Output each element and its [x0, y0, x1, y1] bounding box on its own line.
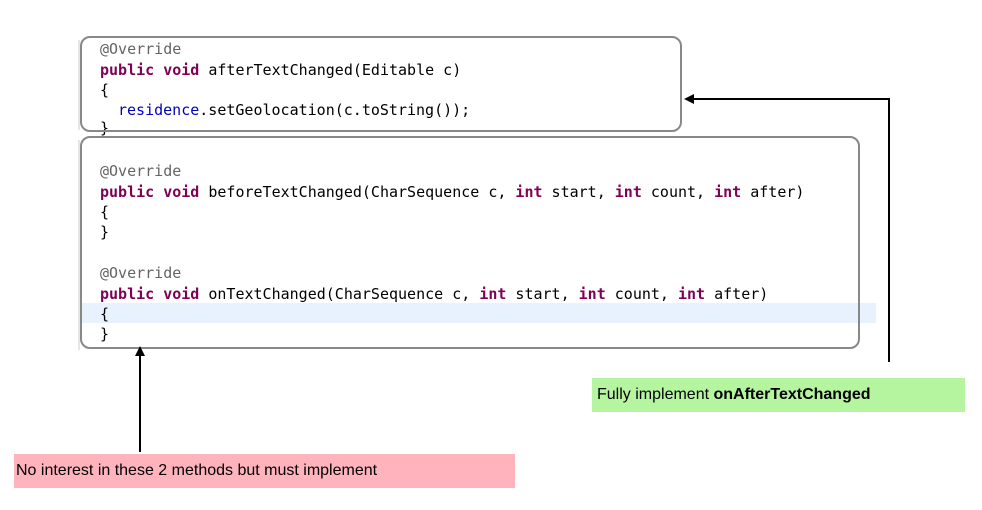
code-line: @Override — [100, 161, 181, 181]
code-line: @Override — [100, 263, 181, 283]
method-signature: start, — [542, 183, 615, 201]
keyword: int — [678, 285, 706, 303]
method-signature: afterTextChanged(Editable c) — [208, 61, 462, 79]
close-brace: } — [100, 325, 110, 343]
implement-callout-method: onAfterTextChanged — [713, 386, 871, 403]
annotation: @Override — [100, 264, 182, 282]
code-line: { — [100, 304, 109, 324]
annotation: @Override — [100, 40, 182, 58]
keyword: public — [100, 61, 155, 79]
unused-methods-box — [80, 136, 860, 349]
keyword: int — [614, 183, 642, 201]
statement: .setGeolocation(c.toString()); — [199, 101, 471, 119]
current-line-highlight — [82, 303, 876, 323]
arrow-to-after-text-changed — [684, 94, 890, 362]
keyword: public — [100, 183, 155, 201]
code-line: } — [100, 222, 109, 242]
code-line: public void afterTextChanged(Editable c) — [100, 60, 461, 80]
open-brace: { — [100, 81, 110, 99]
implement-callout: Fully implement onAfterTextChanged — [592, 378, 965, 412]
keyword: void — [163, 285, 200, 303]
code-line: public void onTextChanged(CharSequence c… — [100, 284, 768, 304]
keyword: int — [515, 183, 543, 201]
method-signature: onTextChanged(CharSequence c, — [208, 285, 480, 303]
method-signature: after) — [705, 285, 769, 303]
open-brace: { — [100, 305, 110, 323]
after-text-changed-box — [80, 36, 682, 132]
code-line: { — [100, 80, 109, 100]
method-signature: start, — [506, 285, 579, 303]
code-line: } — [100, 324, 109, 344]
code-line: residence.setGeolocation(c.toString()); — [118, 100, 470, 120]
keyword: void — [163, 61, 200, 79]
field: residence — [118, 101, 200, 119]
no-interest-callout-text: No interest in these 2 methods but must … — [16, 462, 378, 479]
code-editor: @Override public void afterTextChanged(E… — [78, 39, 876, 350]
code-line: public void beforeTextChanged(CharSequen… — [100, 182, 804, 202]
editor-gutter — [78, 40, 80, 130]
close-brace: } — [100, 119, 110, 137]
method-signature: count, — [605, 285, 678, 303]
close-brace: } — [100, 223, 110, 241]
keyword: int — [578, 285, 606, 303]
method-signature: count, — [641, 183, 715, 201]
code-line: } — [100, 118, 109, 138]
keyword: public — [100, 285, 155, 303]
method-signature: beforeTextChanged(CharSequence c, — [208, 183, 516, 201]
keyword: int — [479, 285, 507, 303]
implement-callout-prefix: Fully implement — [597, 386, 714, 403]
method-signature: after) — [741, 183, 805, 201]
editor-gutter — [78, 140, 80, 350]
open-brace: { — [100, 203, 110, 221]
keyword: void — [163, 183, 200, 201]
code-line: { — [100, 202, 109, 222]
no-interest-callout: No interest in these 2 methods but must … — [14, 454, 515, 488]
keyword: int — [714, 183, 742, 201]
code-line: @Override — [100, 39, 181, 59]
annotation: @Override — [100, 162, 182, 180]
